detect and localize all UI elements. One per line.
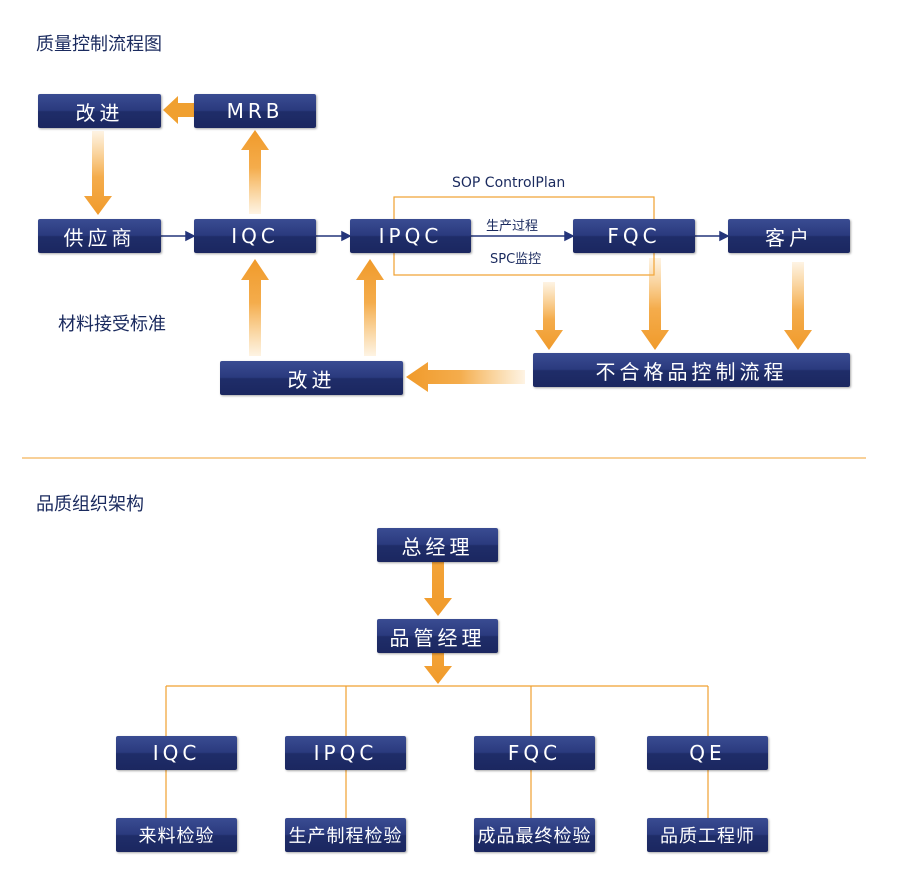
improve-bottom-box: 改进 bbox=[220, 361, 403, 395]
org-iqc-box: IQC bbox=[116, 736, 237, 770]
mrb-box: MRB bbox=[194, 94, 316, 128]
gm-box: 总经理 bbox=[377, 528, 498, 562]
qm-box: 品管经理 bbox=[377, 619, 498, 653]
incoming-box: 来料检验 bbox=[116, 818, 237, 852]
ipqc-box: IPQC bbox=[350, 219, 471, 253]
iqc-box: IQC bbox=[194, 219, 316, 253]
nonconform-box: 不合格品控制流程 bbox=[533, 353, 850, 387]
org-ipqc-box: IPQC bbox=[285, 736, 406, 770]
org-arrows-orange bbox=[424, 562, 452, 684]
org-qe-box: QE bbox=[647, 736, 768, 770]
customer-box: 客户 bbox=[728, 219, 850, 253]
fqc-box: FQC bbox=[573, 219, 695, 253]
production-label: 生产过程 bbox=[486, 219, 539, 234]
section2-title: 品质组织架构 bbox=[36, 494, 144, 515]
engineer-box: 品质工程师 bbox=[647, 818, 768, 852]
supplier-box: 供应商 bbox=[38, 219, 161, 253]
org-fqc-box: FQC bbox=[474, 736, 595, 770]
material-std-label: 材料接受标准 bbox=[58, 314, 166, 335]
section1-title: 质量控制流程图 bbox=[36, 34, 162, 55]
improve-top-box: 改进 bbox=[38, 94, 161, 128]
process-box: 生产制程检验 bbox=[285, 818, 406, 852]
org-lines bbox=[165, 685, 709, 818]
flow-arrows-navy bbox=[161, 230, 730, 242]
sop-label: SOP ControlPlan bbox=[452, 175, 566, 191]
spc-label: SPC监控 bbox=[490, 252, 542, 267]
flow-arrows-orange bbox=[84, 96, 812, 392]
final-box: 成品最终检验 bbox=[474, 818, 595, 852]
